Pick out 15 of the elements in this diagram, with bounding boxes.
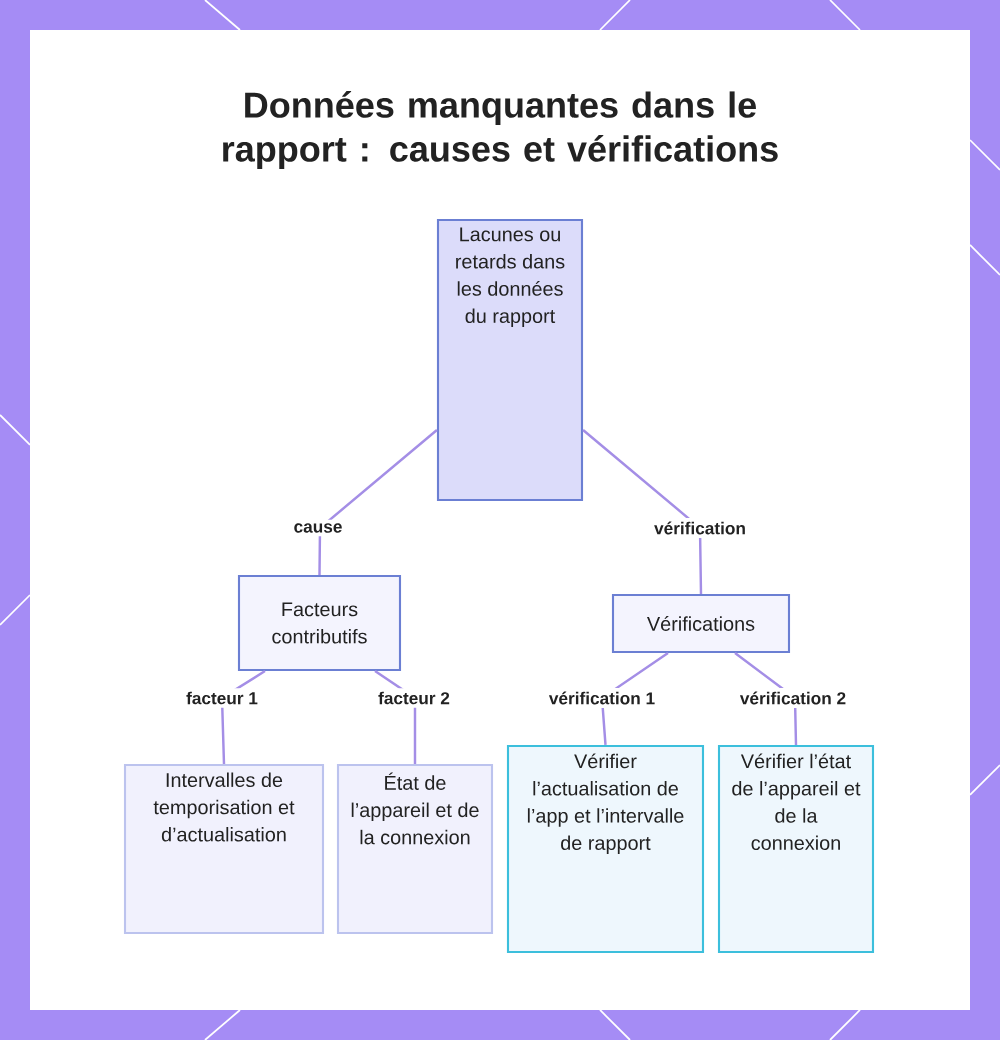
edge-label: vérification 1 bbox=[545, 688, 659, 708]
title: Données manquantes dans le rapport : causes et vérifications bbox=[223, 91, 778, 169]
cause-box: Intervalles de temporisation et d’actualisation bbox=[123, 763, 325, 935]
category-box: Facteurs contributifs bbox=[237, 574, 402, 672]
check-box: Vérifier l’actualisation de l’app et l’intervalle de rapport bbox=[506, 744, 705, 954]
edge-label: vérification bbox=[650, 518, 750, 538]
connector bbox=[318, 429, 438, 575]
connector bbox=[582, 429, 703, 594]
edge-label: facteur 1 bbox=[182, 688, 262, 708]
topic-box: Lacunes ou retards dans les données du rapport bbox=[436, 218, 584, 502]
edge-label: facteur 2 bbox=[374, 688, 454, 708]
check-box: Vérifier l’état de l’appareil et de la connexion bbox=[717, 744, 875, 954]
edge-label: vérification 2 bbox=[736, 688, 850, 708]
cause-box: État de l’appareil et de la connexion bbox=[336, 763, 494, 935]
category-box: Vérifications bbox=[611, 593, 791, 654]
